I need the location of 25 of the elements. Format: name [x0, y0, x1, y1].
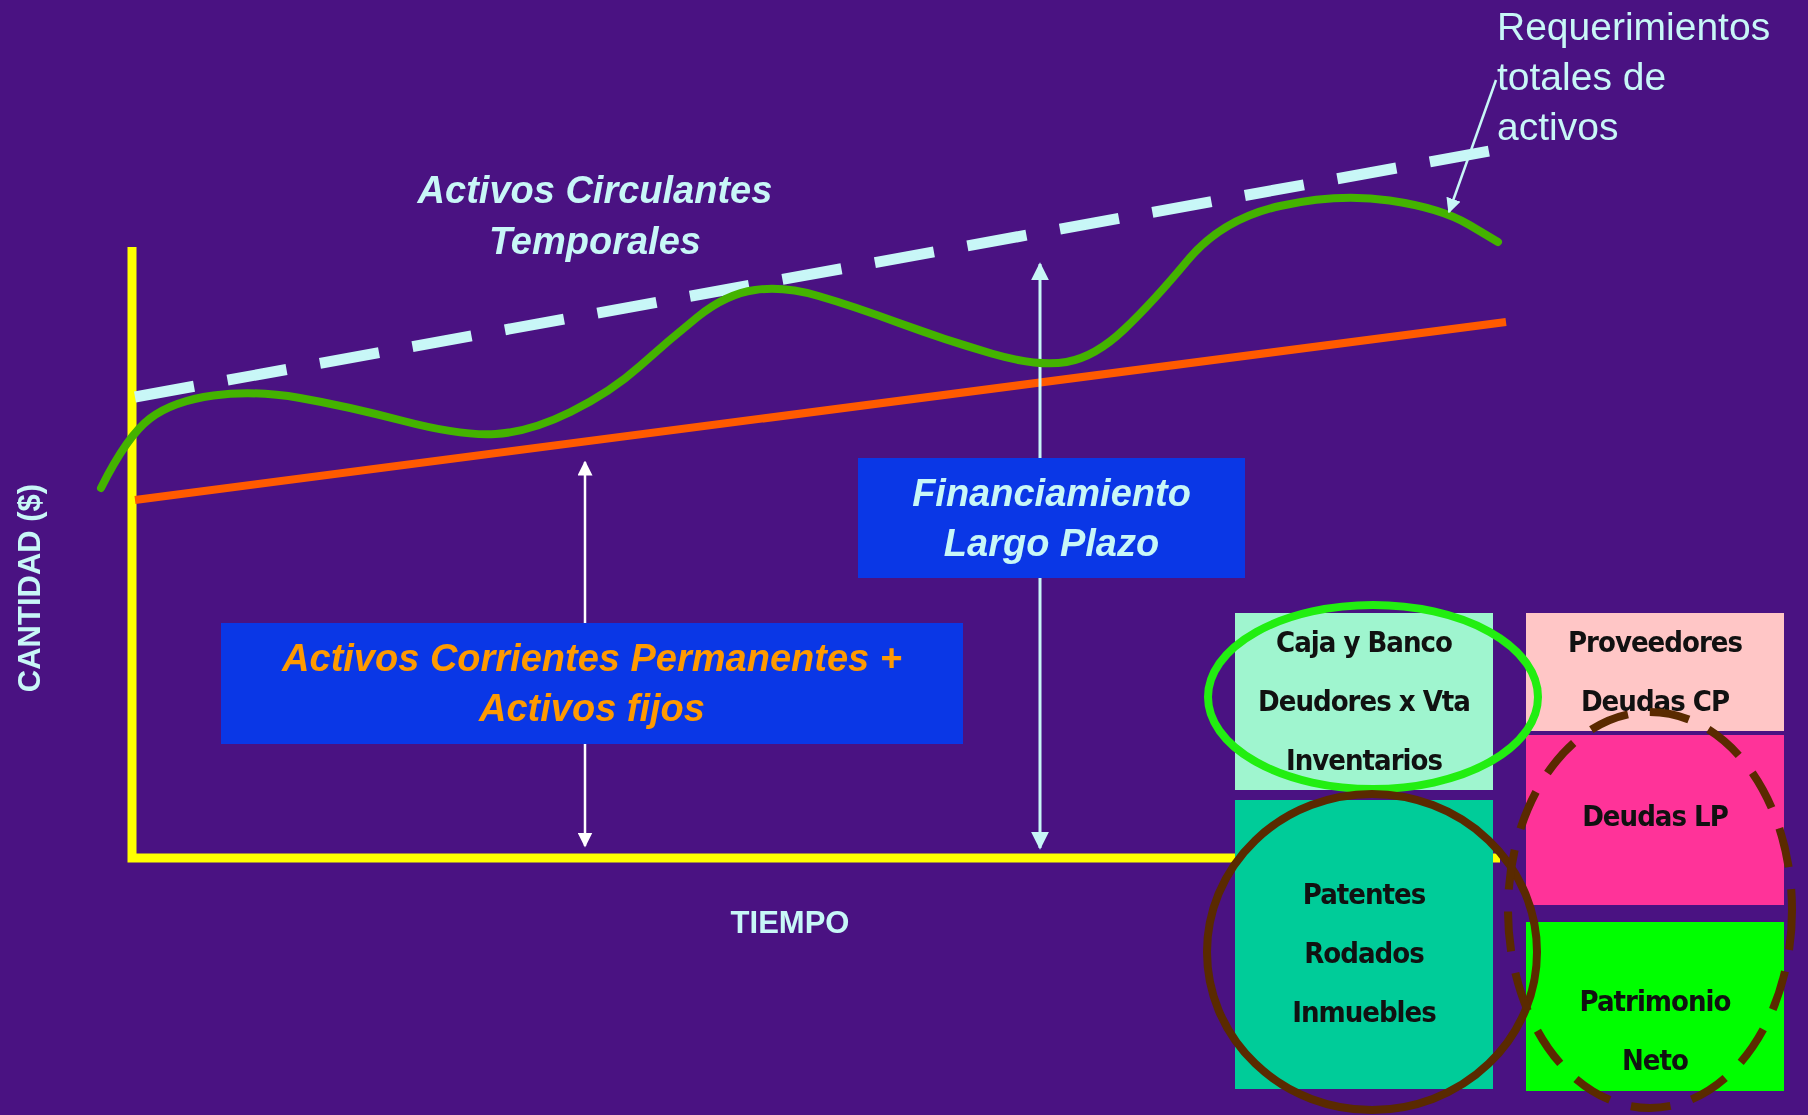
- account-label: Caja y Banco: [1275, 624, 1453, 661]
- account-box: [1526, 922, 1784, 1091]
- account-label: Deudas CP: [1579, 683, 1731, 720]
- leader-arrow: [1446, 79, 1498, 214]
- label-box: [221, 623, 963, 744]
- axis-label: TIEMPO: [729, 905, 851, 941]
- label-text: Financiamiento Largo Plazo: [911, 471, 1192, 566]
- account-label: Patentes: [1301, 876, 1427, 913]
- label-text: Activos Corrientes Permanentes + Activos fijos: [280, 636, 903, 731]
- account-label: Deudas LP: [1581, 798, 1729, 835]
- account-label: Rodados: [1303, 935, 1425, 972]
- account-box: [1526, 735, 1784, 905]
- account-box: [1235, 613, 1493, 790]
- account-label: Inmuebles: [1291, 994, 1437, 1031]
- heading-text: Activos Circulantes Temporales: [416, 168, 774, 264]
- account-label: Neto: [1621, 1042, 1689, 1079]
- axis-label: CANTIDAD ($): [12, 482, 48, 695]
- label-text: Requerimientos totales de activos: [1497, 4, 1772, 150]
- label-box: [858, 458, 1245, 578]
- account-label: Inventarios: [1285, 742, 1443, 779]
- account-box: [1235, 800, 1493, 1089]
- account-label: Deudores x Vta: [1257, 683, 1471, 720]
- account-label: Proveedores: [1567, 624, 1743, 661]
- account-box: [1526, 613, 1784, 731]
- account-label: Patrimonio: [1578, 983, 1732, 1020]
